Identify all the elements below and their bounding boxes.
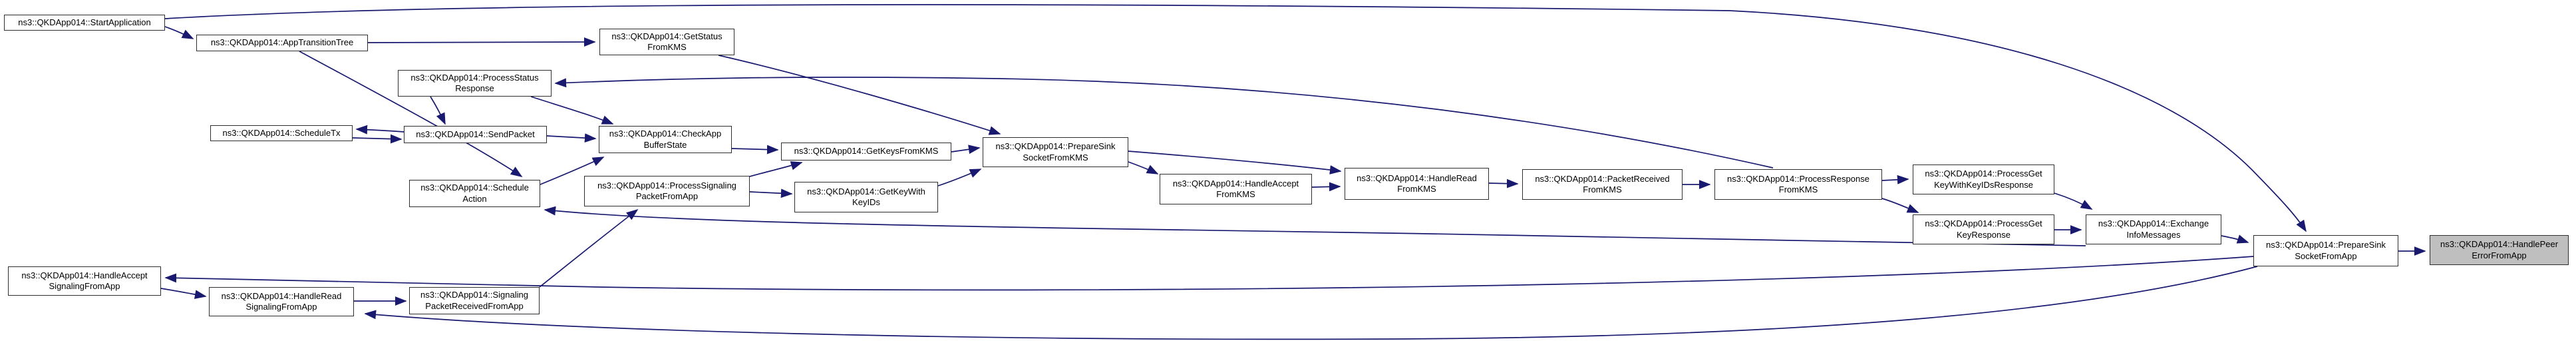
edge-process-signaling-packet-from-app--get-keys-from-kms: [749, 161, 803, 177]
edge-schedule-action--check-app-buffer-state: [540, 157, 605, 185]
edge-exchange-info-messages--schedule-action: [544, 206, 2086, 246]
node-label-line: ns3::QKDApp014::ProcessSignaling: [597, 180, 736, 190]
edge-start-application--prepare-sink-socket-from-app: [164, 4, 2307, 232]
node-schedule-tx[interactable]: ns3::QKDApp014::ScheduleTx: [210, 125, 353, 141]
node-label-line: SocketFromKMS: [1023, 152, 1088, 163]
edge-process-status-response--check-app-buffer-state: [530, 96, 614, 125]
node-label-line: ns3::QKDApp014::AppTransitionTree: [210, 37, 354, 48]
edge-process-response-from-kms--process-get-key-with-key-ids-response: [1881, 174, 1909, 184]
edge-app-transition-tree--schedule-action: [299, 51, 523, 177]
node-label-line: KeyResponse: [1957, 229, 2011, 240]
node-get-keys-from-kms[interactable]: ns3::QKDApp014::GetKeysFromKMS: [781, 143, 951, 161]
node-label-line: ns3::QKDApp014::Signaling: [420, 290, 528, 300]
node-label-line: Response: [455, 83, 494, 93]
edge-process-signaling-packet-from-app--get-key-with-key-ids: [749, 188, 793, 198]
node-label-line: ns3::QKDApp014::Schedule: [420, 182, 529, 192]
edge-signaling-packet-received-from-app--process-signaling-packet-from-app: [539, 208, 639, 288]
node-label-line: ns3::QKDApp014::PacketReceived: [1535, 173, 1670, 184]
edge-get-key-with-key-ids--prepare-sink-socket-from-kms: [937, 169, 982, 186]
node-label-line: InfoMessages: [2126, 229, 2181, 240]
edge-process-get-key-with-key-ids-response--exchange-info-messages: [2054, 192, 2093, 210]
edge-prepare-sink-socket-from-app--handle-accept-signaling-from-app: [164, 256, 2254, 291]
node-app-transition-tree[interactable]: ns3::QKDApp014::AppTransitionTree: [196, 35, 368, 51]
node-start-application[interactable]: ns3::QKDApp014::StartApplication: [4, 15, 165, 31]
edge-schedule-tx--send-packet: [352, 134, 402, 144]
edge-process-response-from-kms--process-get-key-response: [1881, 198, 1919, 213]
edge-handle-accept-signaling-from-app--handle-read-signaling-from-app: [160, 288, 207, 299]
node-label-line: ns3::QKDApp014::HandleRead: [221, 290, 342, 301]
edge-process-status-response--send-packet: [430, 96, 446, 125]
node-send-packet[interactable]: ns3::QKDApp014::SendPacket: [404, 126, 547, 143]
node-label-line: ns3::QKDApp014::GetKeyWith: [807, 186, 925, 196]
node-label-line: ns3::QKDApp014::ProcessGet: [1925, 169, 2042, 178]
node-label-line: FromKMS: [1583, 184, 1622, 194]
node-label-line: FromKMS: [1778, 184, 1818, 194]
node-label-line: FromKMS: [1397, 184, 1436, 194]
node-label-line: ns3::QKDApp014::ProcessStatus: [410, 72, 539, 83]
edge-send-packet--check-app-buffer-state: [546, 133, 597, 143]
node-label-line: ns3::QKDApp014::CheckApp: [609, 129, 722, 139]
node-label-line: ns3::QKDApp014::HandlePeer: [2440, 239, 2559, 249]
node-label-line: ns3::QKDApp014::HandleAccept: [21, 270, 148, 280]
node-label-line: ErrorFromApp: [2472, 250, 2527, 260]
edge-prepare-sink-socket-from-kms--handle-read-from-kms: [1128, 151, 1342, 174]
node-label-line: ns3::QKDApp014::ProcessGet: [1925, 218, 2042, 228]
edge-start-application--app-transition-tree: [164, 26, 194, 39]
node-label-line: FromKMS: [647, 42, 687, 52]
edge-send-packet--schedule-tx: [355, 125, 404, 135]
edge-get-keys-from-kms--prepare-sink-socket-from-kms: [951, 145, 981, 155]
node-label-line: PacketReceivedFromApp: [425, 300, 524, 311]
edge-handle-read-from-kms--packet-received-from-kms: [1488, 178, 1519, 188]
node-label-line: KeyWithKeyIDsResponse: [1934, 179, 2033, 190]
node-label-line: ns3::QKDApp014::StartApplication: [18, 17, 151, 27]
node-label-line: BufferState: [643, 139, 687, 150]
node-label-line: ns3::QKDApp014::HandleRead: [1357, 172, 1477, 183]
node-label-line: PacketFromApp: [635, 191, 699, 201]
edge-get-status-from-kms--prepare-sink-socket-from-kms: [718, 55, 1001, 135]
node-label-line: ns3::QKDApp014::GetStatus: [611, 31, 723, 41]
node-label-line: ns3::QKDApp014::SendPacket: [416, 129, 535, 139]
node-label-line: ns3::QKDApp014::HandleAccept: [1172, 178, 1299, 188]
edge-app-transition-tree--get-status-from-kms: [367, 37, 596, 47]
node-label-line: ns3::QKDApp014::ScheduleTx: [222, 127, 341, 138]
node-label-line: Action: [462, 193, 487, 204]
node-label-line: SignalingFromApp: [245, 302, 317, 312]
node-label-line: ns3::QKDApp014::PrepareSink: [2266, 240, 2386, 250]
node-label-line: FromKMS: [1216, 189, 1255, 199]
edge-check-app-buffer-state--get-keys-from-kms: [731, 145, 779, 155]
node-label-line: SignalingFromApp: [49, 281, 120, 291]
edge-process-response-from-kms--process-status-response: [554, 77, 1774, 169]
node-label-line: ns3::QKDApp014::ProcessResponse: [1727, 173, 1869, 184]
edge-prepare-sink-socket-from-app--handle-read-signaling-from-app: [364, 266, 2258, 340]
node-label-line: ns3::QKDApp014::PrepareSink: [995, 141, 1116, 151]
edge-exchange-info-messages--prepare-sink-socket-from-app: [2221, 234, 2249, 244]
edge-prepare-sink-socket-from-kms--handle-accept-from-kms: [1128, 161, 1159, 174]
node-label-line: SocketFromApp: [2295, 250, 2357, 261]
node-label-line: KeyIDs: [852, 197, 880, 207]
node-label-line: ns3::QKDApp014::Exchange: [2098, 218, 2209, 228]
edge-handle-accept-from-kms--handle-read-from-kms: [1311, 182, 1341, 192]
node-label-line: ns3::QKDApp014::GetKeysFromKMS: [794, 146, 939, 157]
